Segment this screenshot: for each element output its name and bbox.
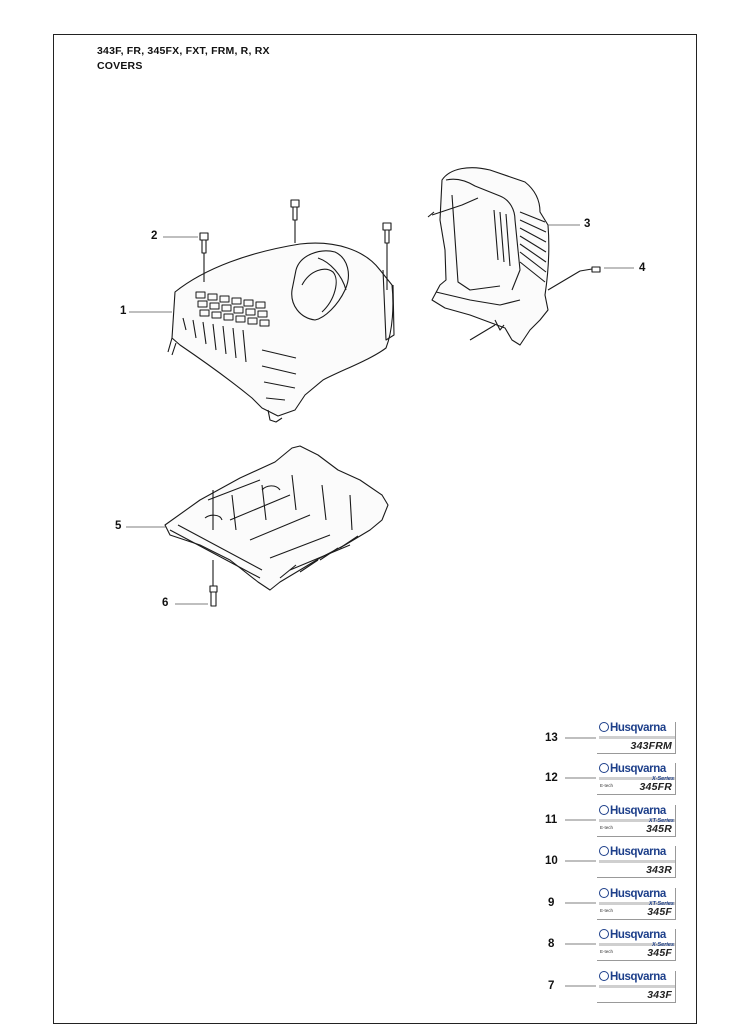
- decal-brand: Husqvarna: [610, 846, 666, 858]
- decal-series: X-Series: [651, 776, 674, 782]
- callout-8: 8: [548, 938, 555, 950]
- callout-13: 13: [545, 732, 558, 744]
- husqvarna-logo-icon: [599, 971, 609, 981]
- decal-brand: Husqvarna: [610, 763, 666, 775]
- decal-border: [597, 971, 676, 1003]
- callout-11: 11: [545, 814, 558, 826]
- decal-345f-x: Husqvarna X-Series E-tech 345F: [597, 929, 676, 961]
- decal-border: [597, 722, 676, 754]
- husqvarna-logo-icon: [599, 888, 609, 898]
- husqvarna-logo-icon: [599, 763, 609, 773]
- callout-9: 9: [548, 897, 555, 909]
- decal-etech: E-tech: [600, 908, 614, 913]
- decal-brand: Husqvarna: [610, 888, 666, 900]
- decal-model: 343F: [647, 989, 672, 1001]
- callout-1: 1: [120, 305, 127, 317]
- decal-brand: Husqvarna: [610, 805, 666, 817]
- decal-border: [597, 805, 676, 837]
- decal-series: X-Series: [651, 942, 674, 948]
- decal-etech: E-tech: [600, 825, 614, 830]
- husqvarna-logo-icon: [599, 846, 609, 856]
- decal-345r: Husqvarna XT-Series E-tech 345R: [597, 805, 676, 837]
- decal-343f: Husqvarna 343F: [597, 971, 676, 1003]
- callout-2: 2: [151, 230, 158, 242]
- section-title: COVERS: [97, 60, 143, 72]
- decal-series: XT-Series: [648, 818, 674, 824]
- top-cover-part: [167, 242, 395, 423]
- decal-model: 343FRM: [630, 740, 672, 752]
- husqvarna-logo-icon: [599, 722, 609, 732]
- decal-345f-xt: Husqvarna XT-Series E-tech 345F: [597, 888, 676, 920]
- decal-343r: Husqvarna 343R: [597, 846, 676, 878]
- callout-12: 12: [545, 772, 558, 784]
- callout-7: 7: [548, 980, 555, 992]
- decal-series: XT-Series: [648, 901, 674, 907]
- decal-etech: E-tech: [600, 949, 614, 954]
- decal-model: 345FR: [639, 781, 672, 793]
- decal-border: [597, 763, 676, 795]
- decal-border: [597, 888, 676, 920]
- callout-6: 6: [162, 597, 169, 609]
- decal-etech: E-tech: [600, 783, 614, 788]
- decal-model: 345F: [647, 947, 672, 959]
- decal-345fr: Husqvarna X-Series E-tech 345FR: [597, 763, 676, 795]
- decal-band: [599, 777, 675, 780]
- decal-band: [599, 902, 675, 905]
- decal-band: [599, 860, 675, 863]
- callout-10: 10: [545, 855, 558, 867]
- decal-brand: Husqvarna: [610, 722, 666, 734]
- husqvarna-logo-icon: [599, 929, 609, 939]
- rear-housing-part: [427, 167, 601, 346]
- decal-border: [597, 929, 676, 961]
- decal-band: [599, 985, 675, 988]
- callout-5: 5: [115, 520, 122, 532]
- decal-brand: Husqvarna: [610, 929, 666, 941]
- decal-343frm: Husqvarna 343FRM: [597, 722, 676, 754]
- models-title: 343F, FR, 345FX, FXT, FRM, R, RX: [97, 45, 270, 57]
- decal-brand: Husqvarna: [610, 971, 666, 983]
- decal-band: [599, 736, 675, 739]
- base-plate-part: [164, 445, 389, 607]
- callout-4: 4: [639, 262, 646, 274]
- screw-part: [199, 199, 392, 290]
- decal-band: [599, 819, 675, 822]
- decal-band: [599, 943, 675, 946]
- decal-border: [597, 846, 676, 878]
- decal-model: 345R: [646, 823, 672, 835]
- decal-model: 343R: [646, 864, 672, 876]
- decal-model: 345F: [647, 906, 672, 918]
- husqvarna-logo-icon: [599, 805, 609, 815]
- callout-3: 3: [584, 218, 591, 230]
- leader-lines: [126, 224, 634, 987]
